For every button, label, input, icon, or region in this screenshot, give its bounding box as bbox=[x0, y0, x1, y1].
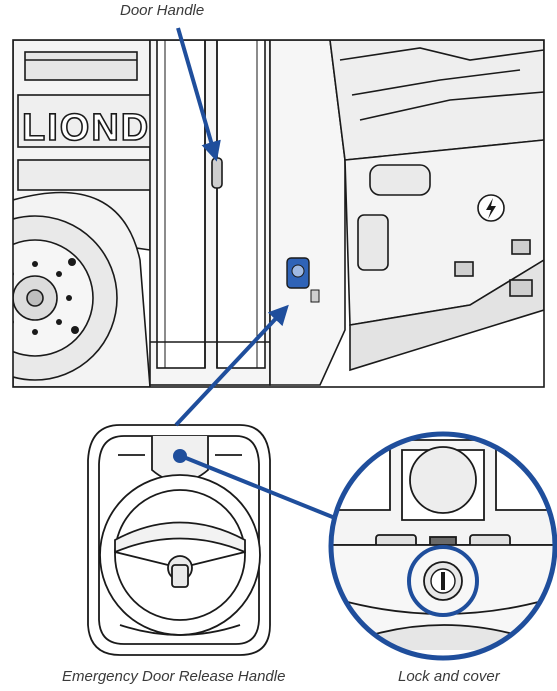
lightning-bolt-icon bbox=[477, 194, 505, 222]
door-frame bbox=[149, 40, 271, 386]
zoom-circle-outline bbox=[328, 431, 557, 661]
vehicle-view: LIOND bbox=[13, 40, 544, 387]
door-handle-arrow bbox=[176, 27, 221, 162]
callout-lines bbox=[174, 27, 336, 520]
release-location-arrow bbox=[174, 304, 289, 427]
emergency-handle-location[interactable] bbox=[286, 257, 320, 303]
door-handle-caption: Door Handle bbox=[120, 2, 205, 19]
lock-zoom-connector bbox=[185, 456, 336, 520]
brand-lettering: LIOND bbox=[22, 107, 150, 149]
door-handle[interactable] bbox=[211, 157, 223, 189]
lock-highlight-ring bbox=[407, 545, 479, 617]
front-body bbox=[269, 40, 544, 386]
vehicle-view-border bbox=[12, 39, 545, 388]
emergency-release-caption: Emergency Door Release Handle bbox=[62, 668, 286, 685]
lock-callout-dot bbox=[173, 449, 187, 463]
lock-keyhole-icon[interactable] bbox=[423, 561, 463, 601]
front-wheel bbox=[13, 191, 151, 387]
lock-cover-caption: Lock and cover bbox=[398, 668, 500, 685]
release-handle-detail bbox=[87, 424, 271, 656]
